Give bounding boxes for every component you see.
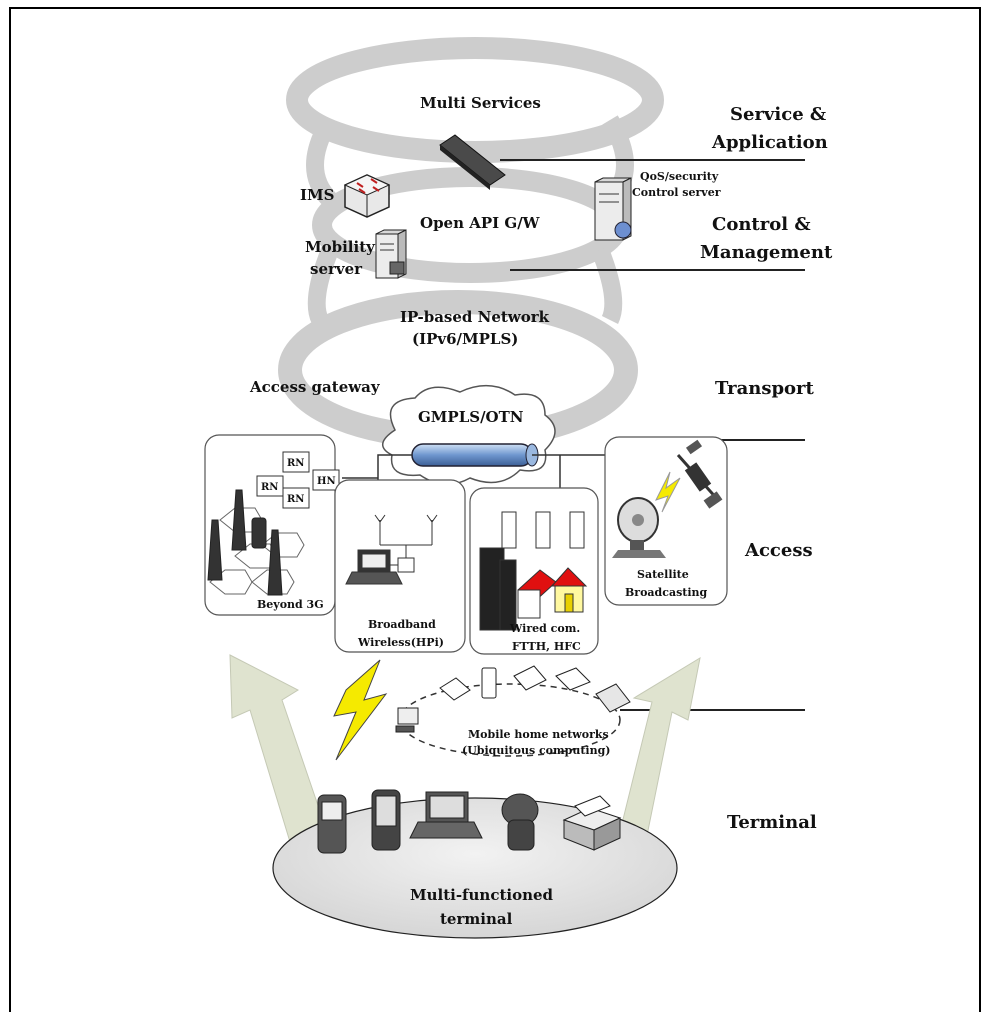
layer-access: Access: [744, 540, 813, 561]
lightning-bolt-icon: [333, 659, 388, 761]
cell-tower-icon: [231, 489, 247, 551]
label-ip-network-2: (IPv6/MPLS): [412, 330, 518, 348]
flip-phone-icon: [501, 793, 539, 851]
signal-bolt-icon: [655, 471, 681, 513]
cell-phone-icon: [317, 794, 347, 854]
label-wired-1: Wired com.: [509, 622, 580, 635]
beyond-3g-network: RN RN RN HN: [207, 451, 340, 596]
label-home-networks-1: Mobile home networks: [468, 728, 609, 741]
satellite-icon: [676, 439, 723, 509]
label-open-api: Open API G/W: [420, 214, 541, 232]
label-beyond-3g: Beyond 3G: [257, 598, 324, 611]
smartphone-icon: [371, 789, 401, 851]
label-satellite-2: Broadcasting: [625, 586, 708, 599]
ring-link-left-2: [307, 246, 339, 325]
ring-link-right-2: [591, 246, 623, 325]
terminal-devices: [317, 789, 622, 854]
label-broadband-2: Wireless(HPi): [357, 636, 444, 649]
wired-devices: [479, 511, 588, 631]
cell-tower-icon-2: [207, 519, 223, 581]
label-terminal-2: terminal: [440, 910, 513, 928]
desktop-pc-icon: [395, 707, 419, 733]
label-qos-1: QoS/security: [640, 170, 719, 183]
laptop-icon: [345, 549, 403, 585]
pda-icon: [481, 667, 497, 699]
cell-tower-icon-3: [267, 529, 283, 596]
home-network-devices: [395, 665, 631, 733]
set-top-box-icon: [595, 683, 631, 713]
house-icon: [517, 569, 557, 619]
ring-link-left: [306, 115, 338, 207]
optical-pipe: [411, 443, 539, 467]
label-ims: IMS: [300, 186, 334, 204]
router-icon: [439, 677, 471, 701]
label-mobility-1: Mobility: [305, 238, 376, 256]
notebook-icon: [409, 791, 483, 839]
rn-label-3: RN: [287, 494, 304, 505]
label-home-networks-2: (Ubiquitous computing): [462, 744, 611, 757]
label-terminal-1: Multi-functioned: [410, 886, 554, 904]
label-multi-services: Multi Services: [420, 94, 541, 112]
label-ip-network-1: IP-based Network: [400, 308, 550, 326]
rn-label-1: RN: [287, 458, 304, 469]
layer-control-line2: Management: [700, 242, 833, 263]
label-mobility-2: server: [310, 260, 363, 278]
rn-label-2: RN: [261, 482, 278, 493]
layer-terminal: Terminal: [727, 812, 817, 833]
label-access-gateway: Access gateway: [249, 378, 381, 396]
hn-label: HN: [317, 476, 336, 487]
label-wired-2: FTTH, HFC: [512, 640, 581, 653]
fax-machine-icon: [562, 795, 622, 851]
layer-transport: Transport: [715, 378, 815, 399]
layer-service-line2: Application: [711, 132, 828, 153]
modem-icon: [513, 665, 547, 691]
building-icon: [479, 547, 517, 631]
frame-border: [9, 7, 981, 1017]
label-broadband-1: Broadband: [368, 618, 436, 631]
layer-service-line1: Service &: [730, 104, 826, 125]
broadband-wireless-devices: [345, 514, 438, 585]
label-satellite-1: Satellite: [637, 568, 689, 581]
house-icon-2: [550, 567, 588, 613]
mobile-phone-icon: [251, 517, 267, 549]
satellite-dish-icon: [612, 497, 666, 558]
gmpls-cloud: [382, 385, 556, 485]
label-qos-2: Control server: [632, 186, 721, 199]
label-gmpls: GMPLS/OTN: [418, 408, 524, 426]
printer-icon: [555, 667, 591, 691]
qos-server-icon: [594, 177, 632, 241]
mobility-server-icon: [375, 229, 407, 279]
layer-control-line1: Control &: [712, 214, 811, 235]
open-api-gateway-icon: [439, 134, 506, 190]
ims-router-icon: [343, 174, 391, 218]
